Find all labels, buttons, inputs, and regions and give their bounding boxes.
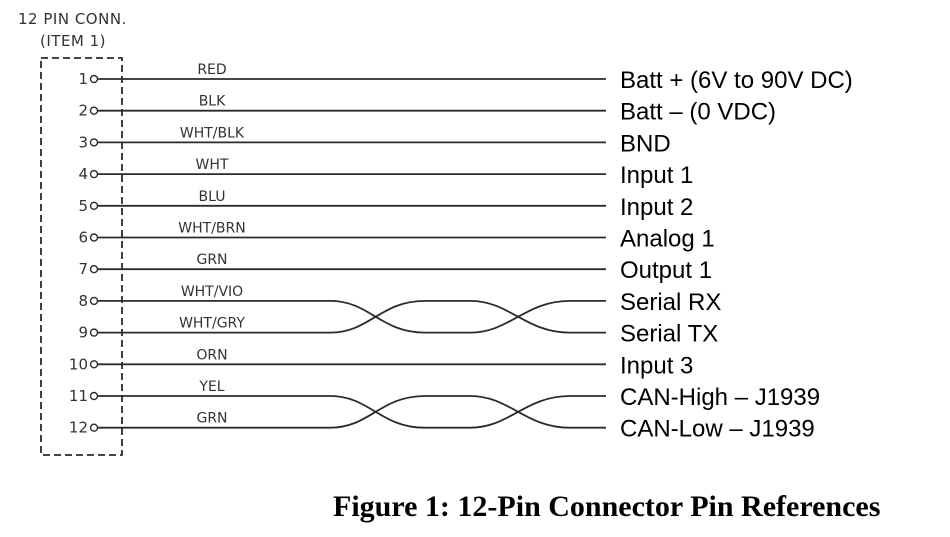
- pin-number: 11: [69, 387, 88, 405]
- pin-function-label: CAN-Low – J1939: [620, 416, 815, 443]
- pin-terminal-icon: [89, 169, 99, 179]
- pin-function-label: Analog 1: [620, 226, 715, 253]
- pin-function-label: Batt + (6V to 90V DC): [620, 67, 853, 94]
- pin-function-label: Input 2: [620, 194, 693, 221]
- pin-terminal-icon: [89, 423, 99, 432]
- wire-color-label: WHT/VIO: [181, 284, 243, 300]
- pin-function-label: Batt – (0 VDC): [620, 99, 776, 126]
- wire-color-label: WHT/BLK: [180, 125, 245, 141]
- connector-title: 12 PIN CONN.: [18, 10, 127, 28]
- pin-terminal-icon: [89, 106, 99, 115]
- pin-terminal-icon: [89, 138, 99, 147]
- wire: [98, 300, 606, 334]
- pin-row: 12 GRN CAN-Low – J1939: [69, 395, 815, 443]
- wire-color-label: GRN: [196, 252, 227, 268]
- pin-function-label: Serial RX: [620, 289, 721, 316]
- pin-number: 1: [78, 70, 88, 88]
- wire-color-label: BLU: [199, 189, 226, 205]
- pin-terminal-icon: [89, 233, 99, 242]
- pin-terminal-icon: [89, 391, 99, 401]
- pin-number: 9: [78, 324, 88, 342]
- pin-function-label: Serial TX: [620, 321, 718, 348]
- pin-function-label: BND: [620, 130, 671, 157]
- pin-terminal-icon: [89, 328, 99, 337]
- pin-function-label: Input 3: [620, 352, 693, 379]
- pin-number: 7: [78, 260, 88, 278]
- pin-terminal-icon: [89, 201, 99, 211]
- wire-color-label: RED: [197, 62, 226, 78]
- pin-terminal-icon: [89, 296, 99, 306]
- wire-color-label: WHT: [196, 157, 229, 173]
- pin-number: 4: [78, 165, 88, 183]
- connector-subtitle: (ITEM 1): [40, 32, 106, 50]
- pin-row: 8 WHT/VIO Serial RX: [78, 284, 721, 334]
- pin-row: 1 RED Batt + (6V to 90V DC): [78, 62, 852, 94]
- connector-outline: [40, 57, 123, 456]
- pin-number: 6: [78, 229, 88, 247]
- wire-color-label: ORN: [196, 347, 227, 363]
- pin-function-label: Output 1: [620, 257, 712, 284]
- wire-color-label: WHT/BRN: [178, 221, 245, 237]
- wire: [98, 300, 606, 334]
- wire: [98, 395, 606, 429]
- pin-row: 7 GRN Output 1: [78, 252, 712, 284]
- pin-terminal-icon: [89, 360, 99, 369]
- pin-rows: 1 RED Batt + (6V to 90V DC) 2 BLK Batt – (0 V…: [69, 62, 853, 443]
- pin-number: 5: [78, 197, 88, 215]
- wire-color-label: GRN: [196, 411, 227, 427]
- pin-number: 3: [78, 133, 88, 151]
- pin-row: 10 ORN Input 3: [69, 347, 694, 379]
- pin-terminal-icon: [89, 265, 99, 274]
- pin-row: 5 BLU Input 2: [78, 189, 693, 221]
- wire: [98, 395, 606, 429]
- pin-number: 2: [78, 102, 88, 120]
- pin-terminal-icon: [89, 74, 99, 84]
- pin-row: 9 WHT/GRY Serial TX: [78, 300, 718, 348]
- figure-caption: Figure 1: 12-Pin Connector Pin Reference…: [333, 490, 881, 523]
- pin-row: 3 WHT/BLK BND: [78, 125, 670, 157]
- pin-function-label: Input 1: [620, 162, 693, 189]
- wire-color-label: BLK: [199, 94, 226, 110]
- pin-row: 4 WHT Input 1: [78, 157, 693, 189]
- pin-row: 6 WHT/BRN Analog 1: [78, 221, 714, 253]
- pin-number: 10: [69, 355, 88, 373]
- pin-row: 2 BLK Batt – (0 VDC): [78, 94, 776, 126]
- pin-function-label: CAN-High – J1939: [620, 384, 820, 411]
- pin-number: 12: [69, 419, 88, 437]
- pin-number: 8: [78, 292, 88, 310]
- wire-color-label: WHT/GRY: [179, 316, 245, 332]
- pin-row: 11 YEL CAN-High – J1939: [69, 379, 820, 429]
- wire-color-label: YEL: [198, 379, 224, 395]
